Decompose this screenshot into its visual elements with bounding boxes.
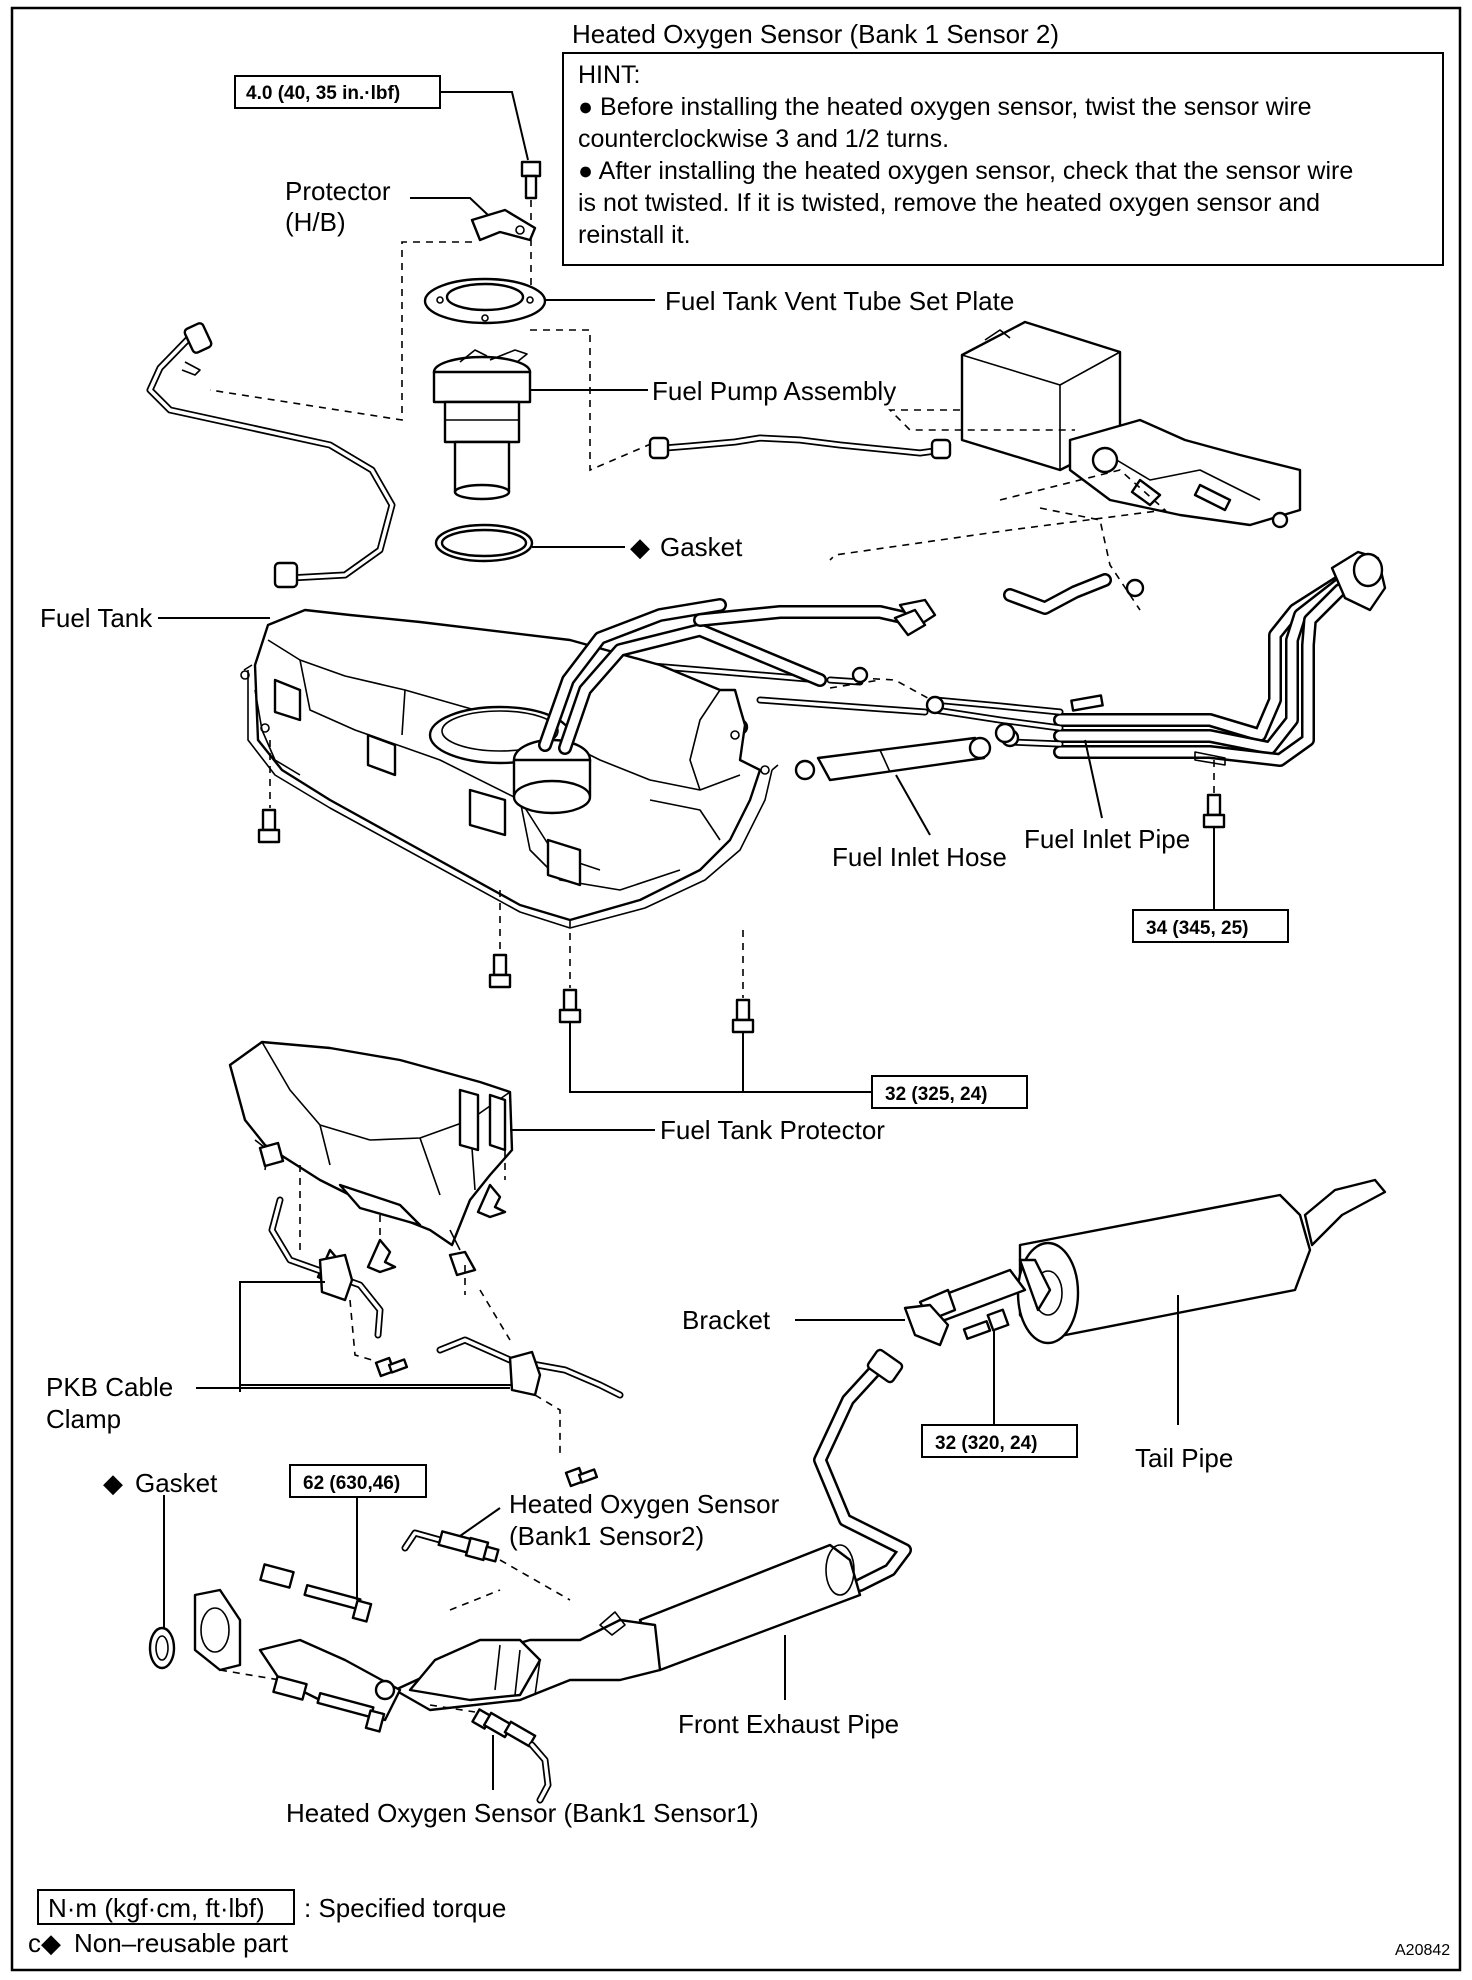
label-fuel-inlet-hose: Fuel Inlet Hose [832, 842, 1007, 872]
hint-line-2: counterclockwise 3 and 1/2 turns. [578, 125, 949, 153]
hint-line-1: ● Before installing the heated oxygen se… [578, 93, 1312, 121]
hint-line-4: is not twisted. If it is twisted, remove… [578, 189, 1320, 217]
exhaust-studs-icon [259, 1563, 386, 1733]
torque-bracket-bolt: 32 (320, 24) [935, 1433, 1037, 1454]
fuel-lines-icon [826, 676, 1064, 748]
hint-heading: HINT: [578, 61, 641, 89]
tank-pump-top-icon [512, 738, 592, 815]
label-protector-hb: (H/B) [285, 207, 346, 237]
legend-nonreusable-mark: c◆ [28, 1928, 61, 1958]
label-bracket: Bracket [682, 1305, 771, 1335]
ho2s-bank1-sensor2-icon [401, 1529, 500, 1563]
torque-box-protector [234, 75, 441, 109]
torque-box-front-pipe [289, 1464, 427, 1498]
fuel-tank-icon [253, 608, 762, 922]
nonreusable-mark-bottom: ◆ [103, 1468, 123, 1498]
breather-hose-icon [636, 661, 929, 716]
label-front-exhaust-pipe: Front Exhaust Pipe [678, 1709, 899, 1739]
protector-bracket-icon [470, 208, 537, 242]
label-ho2s-b1s2: Heated Oxygen Sensor [509, 1489, 780, 1519]
fuel-inlet-hose-icon [816, 736, 992, 782]
vent-hose-piece-icon [1003, 573, 1145, 615]
label-pkb-clamp: Clamp [46, 1404, 121, 1434]
legend-nonreusable-desc: Non–reusable part [74, 1928, 289, 1958]
torque-box-tank [871, 1075, 1028, 1109]
torque-front-pipe-bolt: 62 (630,46) [303, 1473, 400, 1494]
legend-torque-box [37, 1889, 295, 1925]
label-tail-pipe: Tail Pipe [1135, 1443, 1233, 1473]
torque-box-inlet-pipe [1132, 909, 1289, 943]
label-gasket-bottom: Gasket [135, 1468, 218, 1498]
hint-title: Heated Oxygen Sensor (Bank 1 Sensor 2) [572, 19, 1059, 49]
legend-torque-unit: N·m (kgf·cm, ft·lbf) [48, 1893, 265, 1923]
label-fuel-tank-protector: Fuel Tank Protector [660, 1115, 885, 1145]
torque-box-bracket [921, 1424, 1078, 1458]
nonreusable-mark-top: ◆ [630, 532, 650, 562]
clamp-bolts-icon [374, 1356, 599, 1488]
label-fuel-tank: Fuel Tank [40, 603, 153, 633]
legend-torque-desc: : Specified torque [304, 1893, 506, 1923]
fuel-pump-assembly-icon [432, 349, 532, 501]
exhaust-gasket-icon [148, 1626, 176, 1670]
label-vent-plate: Fuel Tank Vent Tube Set Plate [665, 286, 1014, 316]
front-exhaust-pipe-icon [193, 1348, 912, 1722]
label-protector: Protector [285, 176, 391, 206]
ho2s-bank1-sensor1-icon [471, 1708, 552, 1804]
vent-tube-set-plate-icon [423, 277, 547, 325]
label-fuel-inlet-pipe: Fuel Inlet Pipe [1024, 824, 1190, 854]
hint-box [562, 52, 1444, 266]
label-gasket-top: Gasket [660, 532, 743, 562]
tank-bolts-icon [257, 793, 1226, 1034]
torque-tank-bolts: 32 (325, 24) [885, 1084, 987, 1105]
vapor-hose-icon [648, 434, 952, 460]
torque-inlet-pipe-bolt: 34 (345, 25) [1146, 918, 1248, 939]
pump-gasket-icon [434, 523, 534, 563]
hint-line-5: reinstall it. [578, 221, 691, 249]
label-fuel-pump: Fuel Pump Assembly [652, 376, 896, 406]
pump-vent-tubes-icon [538, 598, 937, 755]
label-pkb-cable: PKB Cable [46, 1372, 173, 1402]
protector-bolt-icon [520, 160, 542, 200]
label-ho2s-b1s1: Heated Oxygen Sensor (Bank1 Sensor1) [286, 1798, 759, 1828]
fuel-tank-protector-icon [228, 1040, 514, 1251]
bracket-icon [903, 1303, 1010, 1347]
sender-gauge-wire-icon [146, 322, 396, 589]
figure-code: A20842 [1395, 1942, 1450, 1959]
label-ho2s-b1s2-bank: (Bank1 Sensor2) [509, 1521, 704, 1551]
torque-protector-bolt: 4.0 (40, 35 in.·lbf) [246, 83, 400, 104]
fuel-inlet-pipe-icon [1053, 550, 1387, 767]
charcoal-canister-icon [960, 320, 1302, 529]
pkb-cable-icon [268, 1196, 624, 1399]
tail-pipe-icon [918, 1178, 1387, 1345]
hint-line-3: ● After installing the heated oxygen sen… [578, 157, 1353, 185]
page-frame [10, 6, 1462, 1972]
